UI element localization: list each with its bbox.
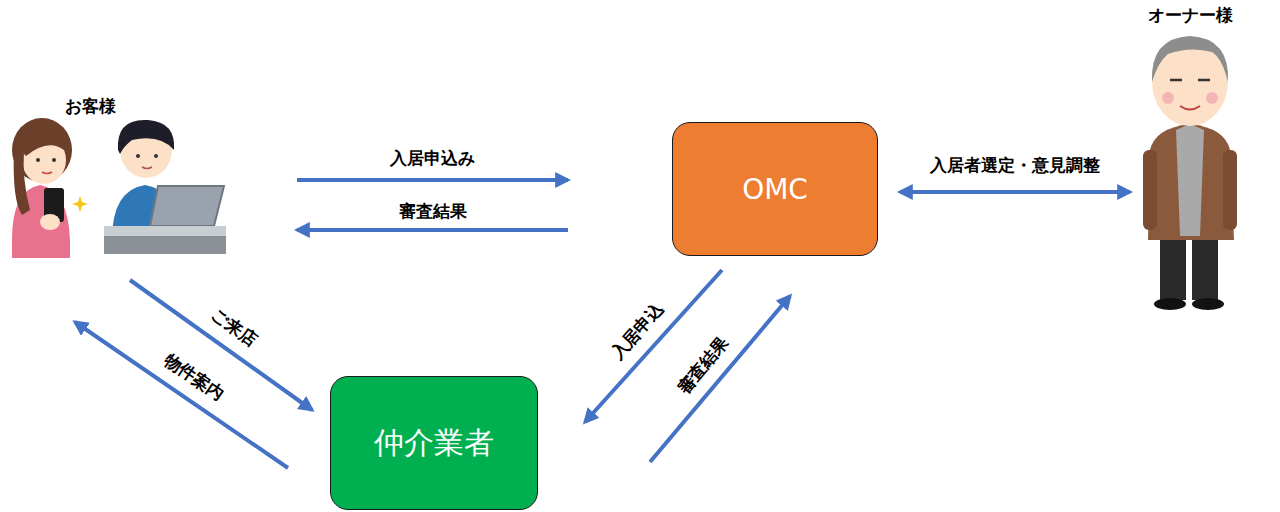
arrow-label: 物件案内	[158, 348, 229, 406]
flow-arrow	[650, 296, 790, 462]
figure-heading: オーナー様	[1148, 4, 1233, 27]
process-box: OMC	[672, 122, 878, 256]
flow-arrow	[297, 178, 568, 182]
arrow-label: ご来店	[205, 303, 262, 352]
box-label: OMC	[742, 173, 808, 206]
customer-man-figure	[104, 120, 226, 254]
arrow-label: 入居申込み	[388, 148, 477, 168]
customer-group: お客様	[0, 95, 235, 265]
arrow-label: 審査結果	[397, 201, 469, 221]
flow-arrow	[297, 228, 568, 232]
figure-heading: お客様	[65, 95, 116, 118]
customer-woman-figure	[12, 118, 88, 258]
arrow-label: 審査結果	[672, 331, 734, 399]
process-box: 仲介業者	[330, 376, 538, 510]
arrow-label: 入居申込	[605, 298, 668, 365]
owner-group: オーナー様	[1120, 4, 1260, 312]
arrow-label: 入居者選定・意見調整	[928, 155, 1102, 175]
flow-arrow	[130, 280, 312, 410]
owner-figure	[1143, 36, 1237, 310]
flow-arrow	[75, 322, 288, 468]
box-label: 仲介業者	[374, 423, 494, 464]
flow-arrow	[900, 190, 1130, 194]
